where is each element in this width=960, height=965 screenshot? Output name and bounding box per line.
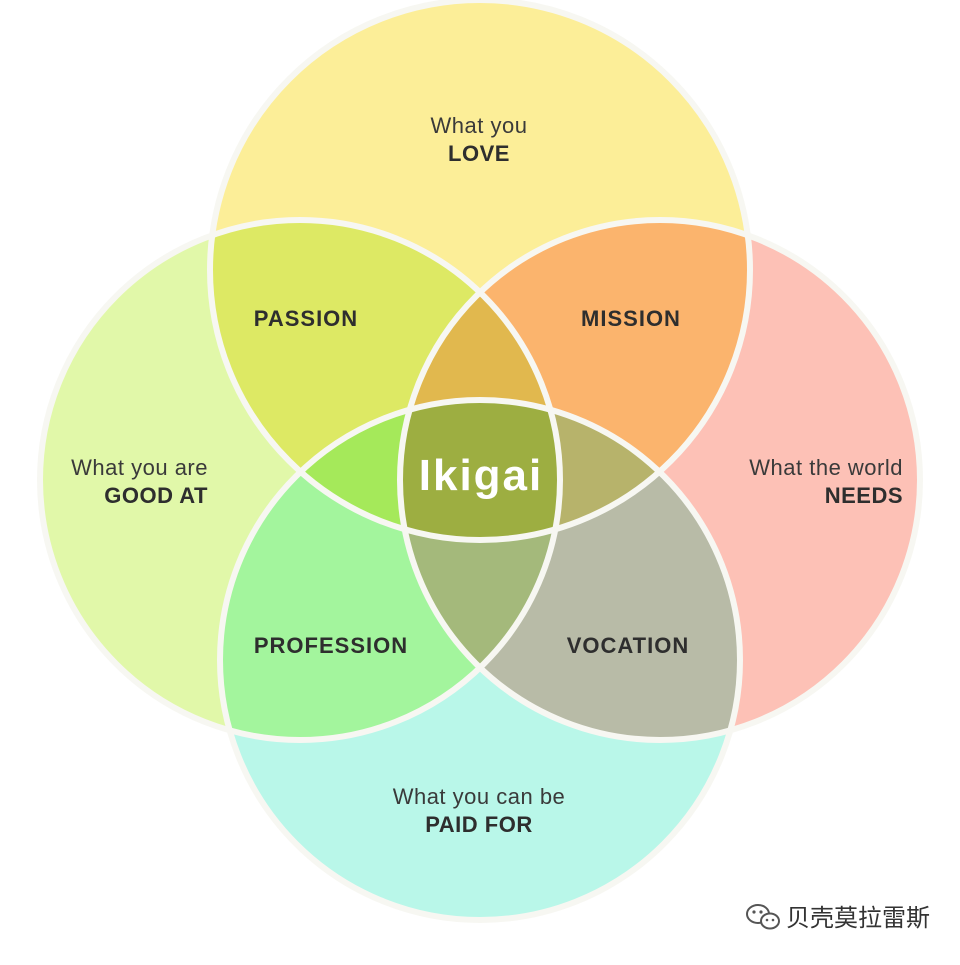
good-at-label-line1: What you are [71,455,208,480]
paid-for-label-line2: PAID FOR [425,812,532,837]
watermark-text: 贝壳莫拉雷斯 [786,905,930,932]
love-label-line1: What you [431,113,528,138]
vocation-label: VOCATION [567,633,689,658]
wechat-icon [746,904,780,930]
paid-for-label-line1: What you can be [393,784,566,809]
needs-label-line1: What the world [749,455,903,480]
circle-outlines [37,0,923,923]
love-label-line2: LOVE [448,141,510,166]
ikigai-label: Ikigai [419,451,544,500]
good-at-label-line2: GOOD AT [104,483,208,508]
passion-label: PASSION [254,306,358,331]
profession-label: PROFESSION [254,633,408,658]
mission-label: MISSION [581,306,681,331]
needs-label-line2: NEEDS [825,483,903,508]
